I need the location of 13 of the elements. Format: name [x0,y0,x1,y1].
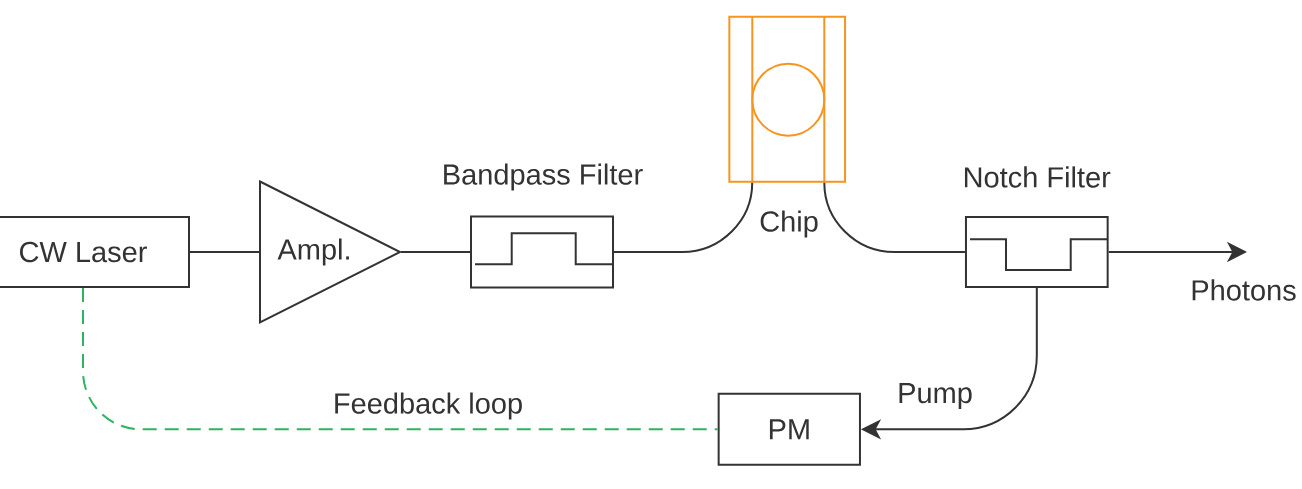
connector-line [400,251,471,253]
component-label: Bandpass Filter [444,163,643,191]
component-box: PM [717,392,861,466]
component-label: Notch Filter [964,166,1111,188]
edge-label: Photons [1192,279,1296,301]
connector-line [823,181,966,253]
connector-line [189,251,260,253]
edge-label: Feedback loop [335,392,522,420]
connector-line [613,181,754,253]
edge-label: Pump [899,383,972,409]
dashed-connector-line [82,287,719,431]
component-box: CW Laser [0,216,190,288]
component-label: Chip [760,210,818,238]
